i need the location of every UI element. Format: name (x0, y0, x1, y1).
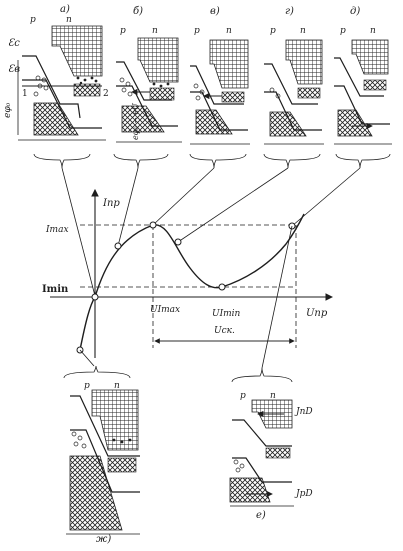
connector-e (261, 225, 293, 369)
panel-label-e: е) (256, 510, 266, 521)
point-min (218, 283, 226, 291)
n-label-a: n (66, 15, 72, 25)
panel-label-zh: ж) (96, 534, 111, 545)
x-axis-label: Uпр (306, 308, 328, 319)
p-valence-region-b (121, 105, 165, 133)
conduction-band-edge-zh (70, 395, 140, 457)
n-donor-levels-v (221, 91, 245, 103)
n-donor-levels-e (265, 447, 291, 459)
hole-circles-g (269, 87, 281, 99)
valence-band-edge-zh (70, 429, 140, 493)
n-conduction-region-v (209, 39, 249, 89)
band-diagram-b: б) p n eφ₀ − eU (116, 6, 182, 143)
n-donor-levels-b (149, 87, 175, 101)
level-1-label: 1 (22, 89, 28, 99)
jnd-label: JnD (294, 407, 313, 417)
operating-points (76, 221, 296, 354)
panel-label-a: а) (60, 4, 70, 15)
p-label-a: p (30, 15, 36, 25)
n-label-e: n (270, 391, 276, 401)
conduction-band-edge-g (264, 63, 318, 105)
p-valence-region-v (195, 109, 233, 135)
band-diagram-zh: p n ж) (63, 365, 140, 545)
u-imax-label: UImax (150, 305, 180, 315)
n-donor-levels-a (73, 83, 101, 97)
hole-circles-e (233, 459, 245, 473)
connector-zh (79, 349, 95, 367)
n-label-v: n (226, 26, 232, 36)
electron-dots-b (152, 82, 170, 88)
level-2-label: 2 (103, 89, 109, 99)
n-conduction-region-d (351, 39, 389, 75)
p-label-e: p (240, 391, 246, 401)
n-conduction-region-zh (91, 389, 139, 451)
p-label-g: p (270, 26, 276, 36)
valence-band-edge-b (116, 85, 178, 127)
n-label-b: n (152, 26, 158, 36)
hole-circles-zh (71, 431, 87, 449)
p-valence-region-g (269, 111, 307, 137)
panel-label-v: в) (210, 6, 220, 17)
panel-label-d: д) (350, 6, 360, 17)
hole-circles-a (33, 75, 49, 97)
p-label-v: p (194, 26, 200, 36)
n-conduction-region-g (285, 39, 323, 85)
electron-dots-a (76, 76, 98, 85)
y-axis-label: Iпр (102, 198, 120, 209)
n-donor-levels-zh (107, 457, 137, 473)
brace-zh (63, 365, 131, 379)
p-valence-region-e (229, 477, 271, 503)
p-valence-region-a (33, 102, 79, 136)
p-label-zh: p (84, 381, 90, 391)
hole-circles-v (193, 83, 205, 101)
jpd-label: JpD (294, 489, 313, 499)
imax-label: Imax (45, 225, 69, 235)
n-label-d: n (370, 26, 376, 36)
n-donor-levels-d (363, 79, 387, 91)
u-sk-label: Uск. (214, 326, 235, 336)
panel-label-b: б) (133, 6, 143, 17)
point-a (91, 293, 99, 301)
band-diagram-e: p n JnD JpD е) (229, 367, 313, 521)
hole-circles-b (119, 77, 133, 97)
ev-label: Ɛв (8, 64, 20, 75)
valence-band-edge-a (22, 79, 102, 129)
valence-band-edge-g (264, 91, 322, 131)
n-conduction-region-a (51, 25, 103, 77)
barrier-label-a: eφ₀ (3, 102, 13, 118)
band-diagram-d: д) p n (334, 6, 392, 145)
point-v (149, 221, 157, 229)
conduction-band-edge-d (334, 57, 384, 97)
conduction-band-edge-v (190, 65, 244, 105)
band-diagram-g: г) p n (264, 6, 324, 145)
p-valence-region-d (337, 109, 373, 137)
n-label-zh: n (114, 381, 120, 391)
band-diagram-a: а) p n Ɛc Ɛв 1 2 eφ₀ (3, 4, 109, 141)
ec-label: Ɛc (8, 38, 20, 49)
band-diagram-v: в) p n (190, 6, 250, 145)
p-label-d: p (340, 26, 346, 36)
point-b (114, 242, 122, 250)
conduction-band-edge-e (232, 419, 292, 447)
electron-dots-zh (112, 438, 132, 444)
valence-band-edge-e (232, 457, 292, 483)
valence-band-edge-v (190, 91, 248, 131)
p-label-b: p (120, 26, 126, 36)
point-g (174, 238, 182, 246)
n-conduction-region-b (137, 37, 179, 83)
p-valence-region-zh (69, 455, 123, 531)
imin-label: Imin (42, 284, 69, 295)
conduction-band-edge-a (22, 55, 81, 119)
n-donor-levels-g (297, 87, 321, 99)
iv-characteristic: Iпр Uпр Imax Imin UImax UImin Uск. (42, 188, 334, 369)
valence-band-edge-d (334, 85, 390, 125)
brace-e (231, 367, 293, 383)
panel-label-g: г) (285, 6, 294, 17)
n-label-g: n (300, 26, 306, 36)
u-imin-label: UImin (212, 309, 241, 319)
